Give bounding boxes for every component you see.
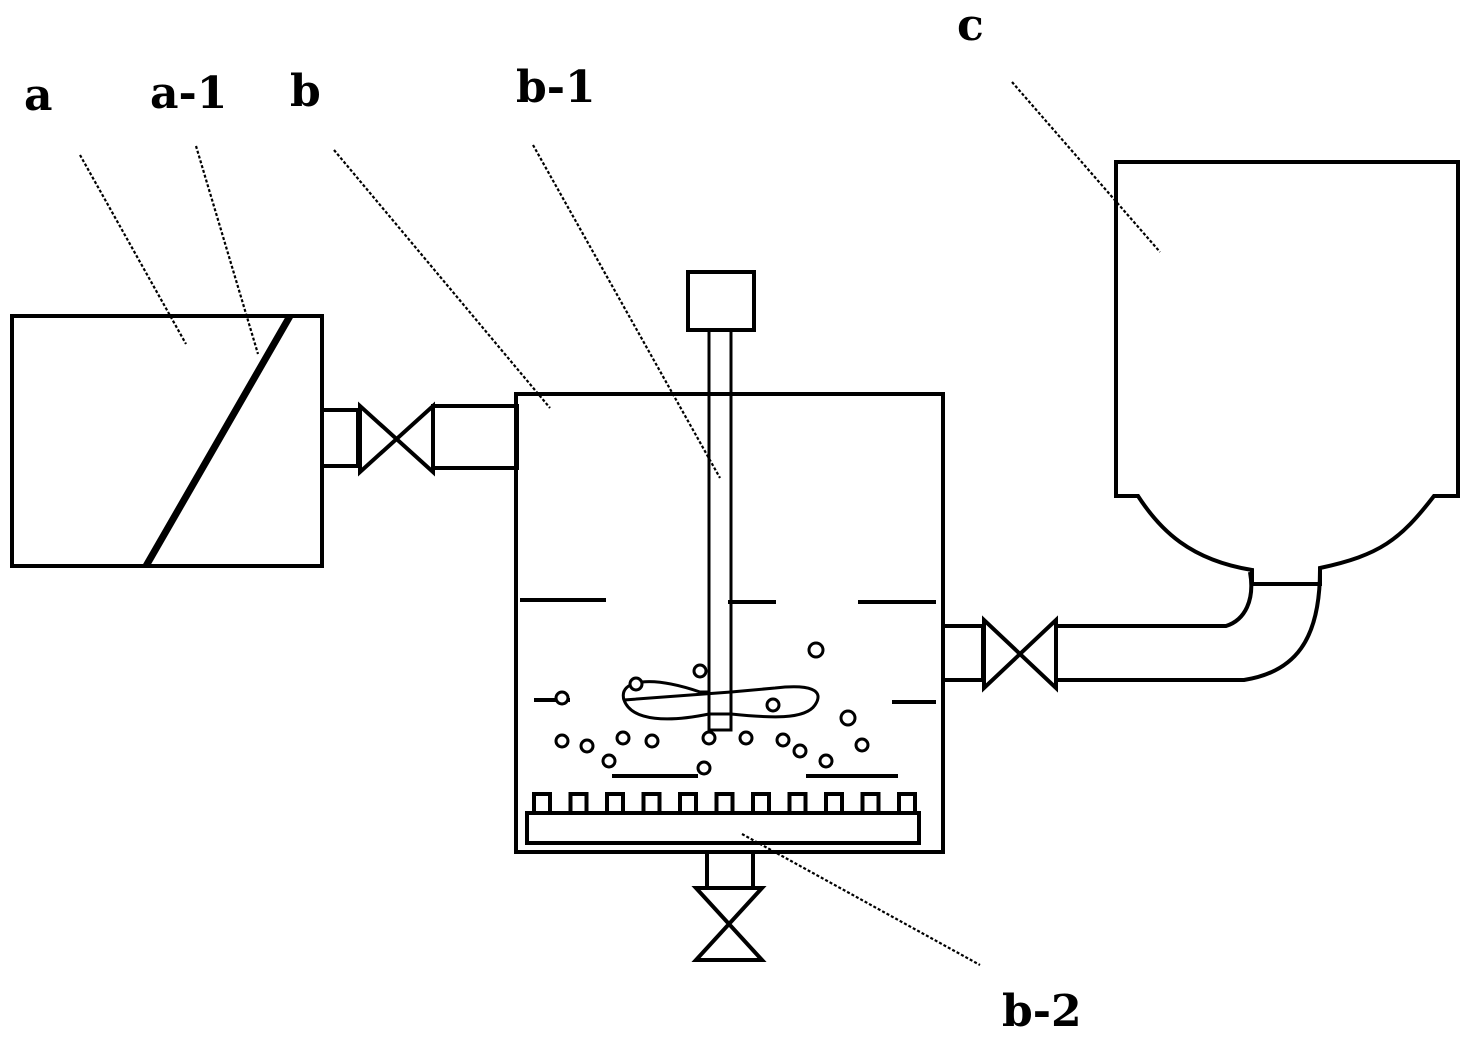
aerator-nozzle [860, 792, 881, 815]
valve-b-c [982, 615, 1058, 693]
pipe-valve-b-to-c [941, 569, 1322, 693]
aerator-nozzle [532, 792, 552, 815]
bottom-valve [691, 886, 767, 962]
label-b1: b-1 [516, 62, 596, 113]
aerator-nozzle [897, 792, 917, 815]
aerator-nozzle [751, 792, 771, 815]
pipe-valve-a-to-b [320, 401, 519, 477]
aerator-nozzle [641, 792, 662, 815]
stirrer-shaft-b1 [707, 328, 733, 732]
aerator-nozzle [568, 792, 589, 815]
aerator-nozzle [824, 792, 844, 815]
inclined-plate-a1 [142, 314, 294, 568]
tank-a [10, 314, 324, 568]
aerator-nozzle [605, 792, 625, 815]
aeration-plate-b2 [525, 792, 921, 845]
label-b: b [290, 66, 321, 117]
leader-lines [79, 81, 1161, 966]
bottom-outlet-pipe [705, 850, 755, 890]
aerator-nozzle [787, 792, 808, 815]
valve-a-b [358, 401, 435, 477]
aerator-nozzle [678, 792, 698, 815]
hopper-c [1114, 160, 1460, 586]
label-b2: b-2 [1002, 986, 1082, 1037]
aerator-nozzle [714, 792, 735, 815]
label-a1: a-1 [150, 68, 228, 119]
bubbles [554, 641, 870, 776]
stirrer-motor [686, 270, 756, 332]
label-a: a [24, 70, 53, 121]
reactor-b [514, 270, 945, 962]
impeller [621, 680, 820, 721]
label-c: c [957, 0, 984, 51]
elbow-pipe [1056, 569, 1322, 682]
